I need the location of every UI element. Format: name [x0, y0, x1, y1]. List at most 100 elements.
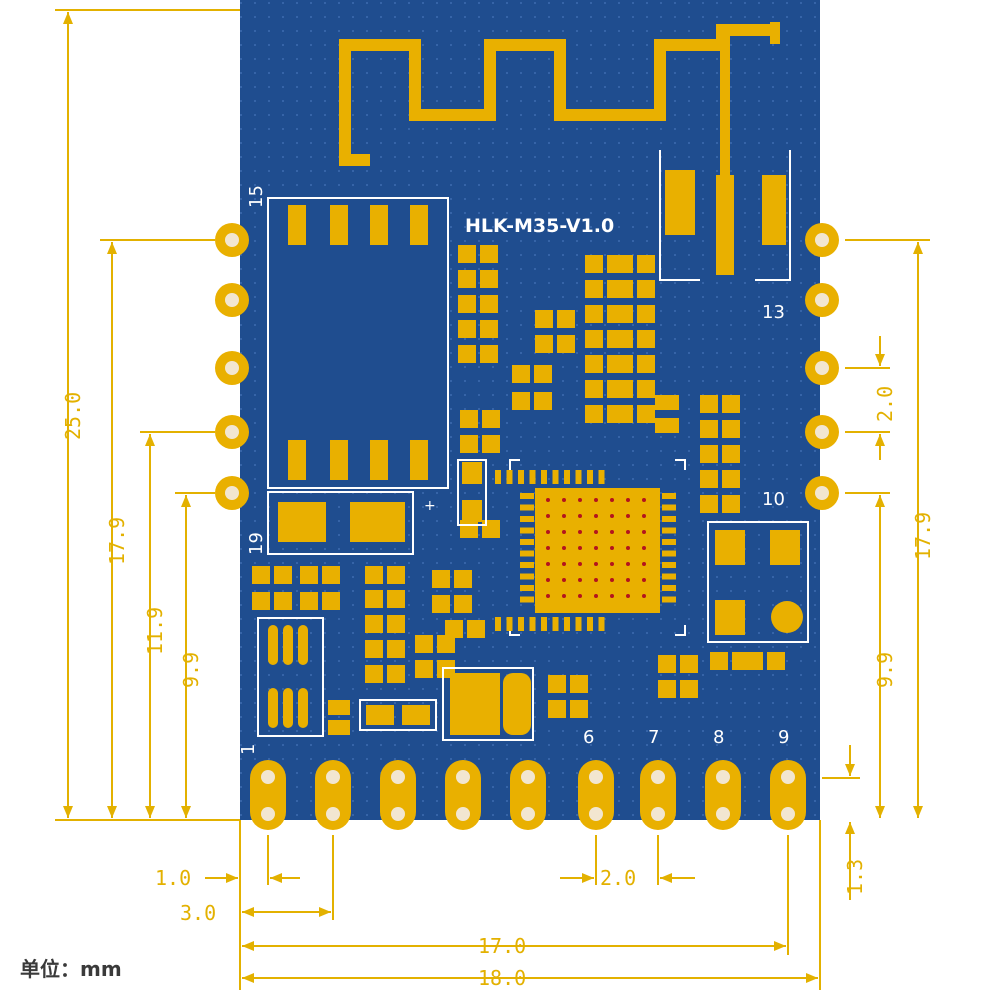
smd-pad	[615, 380, 633, 398]
dim-bottom-2-0: 2.0	[600, 866, 636, 890]
smd-pad	[454, 570, 472, 588]
bottom-pin-pad	[770, 760, 806, 830]
qfn-pin	[520, 516, 534, 522]
arrow-head	[145, 434, 155, 446]
smd-pad	[570, 700, 588, 718]
smd-pad	[570, 675, 588, 693]
qfn-pin	[520, 573, 534, 580]
smd-pad	[722, 420, 740, 438]
pin-label-9: 9	[778, 727, 789, 748]
qfn-pin	[662, 596, 676, 603]
smd-pad	[300, 566, 318, 584]
qfn-pin	[564, 470, 570, 484]
thermal-via	[578, 498, 582, 502]
qfn-pin	[520, 562, 534, 568]
dim-bottom-17-0: 17.0	[478, 934, 526, 958]
smd-pad	[615, 305, 633, 323]
thermal-via	[562, 498, 566, 502]
bottom-pin-hole	[456, 770, 470, 784]
thermal-via	[642, 514, 646, 518]
bottom-pin-hole	[391, 807, 405, 821]
smd-pad	[722, 445, 740, 463]
smd-pad	[615, 280, 633, 298]
smd-pad	[585, 280, 603, 298]
smd-pad	[585, 380, 603, 398]
smd-pad	[252, 566, 270, 584]
thermal-via	[610, 578, 614, 582]
thermal-via	[546, 498, 550, 502]
right-pin-hole	[815, 293, 829, 307]
qfn-pin	[529, 617, 536, 631]
thermal-via	[642, 498, 646, 502]
smd-pad	[415, 660, 433, 678]
smd-pad	[615, 255, 633, 273]
qfn-pin	[520, 585, 534, 591]
smd-pad	[300, 592, 318, 610]
bottom-pins	[250, 760, 806, 830]
thermal-via	[610, 498, 614, 502]
smd-pad	[722, 495, 740, 513]
dim-right-9-9: 9.9	[873, 652, 897, 688]
thermal-via	[642, 546, 646, 550]
smd-pad	[458, 345, 476, 363]
thermal-via	[594, 562, 598, 566]
inductor	[442, 667, 534, 741]
smd-pad	[535, 335, 553, 353]
arrow-head	[242, 941, 254, 951]
smd-pad	[458, 270, 476, 288]
smd-pad	[274, 592, 292, 610]
thermal-via	[610, 562, 614, 566]
qfn-pin	[587, 617, 593, 631]
smd-pad	[680, 655, 698, 673]
smd-pad	[637, 355, 655, 373]
smd-pad	[480, 345, 498, 363]
thermal-via	[546, 562, 550, 566]
smd-pad	[387, 640, 405, 658]
smd-pad	[462, 462, 482, 484]
thermal-via	[562, 594, 566, 598]
smd-pad	[387, 566, 405, 584]
bottom-pin-hole	[651, 807, 665, 821]
smd-pad	[534, 365, 552, 383]
dim-right-17-9: 17.9	[911, 512, 935, 560]
thermal-via	[578, 562, 582, 566]
bottom-pin-hole	[326, 807, 340, 821]
smd-pad	[585, 405, 603, 423]
thermal-via	[578, 514, 582, 518]
smd-pad	[658, 655, 676, 673]
thermal-via	[642, 562, 646, 566]
thermal-via	[562, 546, 566, 550]
smd-pad	[557, 310, 575, 328]
pin-label-6: 6	[583, 727, 594, 748]
main-soc-chip	[495, 459, 686, 636]
qfn-pin	[541, 617, 547, 631]
bottom-pin-hole	[589, 770, 603, 784]
dimension-arrows	[63, 12, 923, 983]
arrow-head	[242, 973, 254, 983]
antenna-feed	[720, 30, 730, 180]
smd-pad	[700, 420, 718, 438]
smd-pad	[480, 320, 498, 338]
smd-pad	[322, 592, 340, 610]
bottom-pin-pad	[315, 760, 351, 830]
bottom-pin-hole	[261, 770, 275, 784]
thermal-via	[642, 594, 646, 598]
qfn-pin	[529, 470, 536, 484]
arrow-head	[913, 242, 923, 254]
smd-pad	[458, 320, 476, 338]
smd-pad	[535, 310, 553, 328]
pin-label-1: 1	[238, 744, 259, 755]
smd-pad	[460, 410, 478, 428]
qfn-pin	[552, 617, 559, 631]
arrow-head	[774, 941, 786, 951]
thermal-via	[562, 578, 566, 582]
dim-bottom-18-0: 18.0	[478, 966, 526, 990]
smd-pad	[512, 392, 530, 410]
smd-pad	[366, 705, 394, 725]
smd-pad	[637, 255, 655, 273]
antenna-tip	[770, 22, 780, 44]
qfn-pin	[495, 470, 501, 484]
thermal-via	[610, 530, 614, 534]
smd-pad	[722, 470, 740, 488]
crystal-oscillator	[707, 521, 809, 643]
